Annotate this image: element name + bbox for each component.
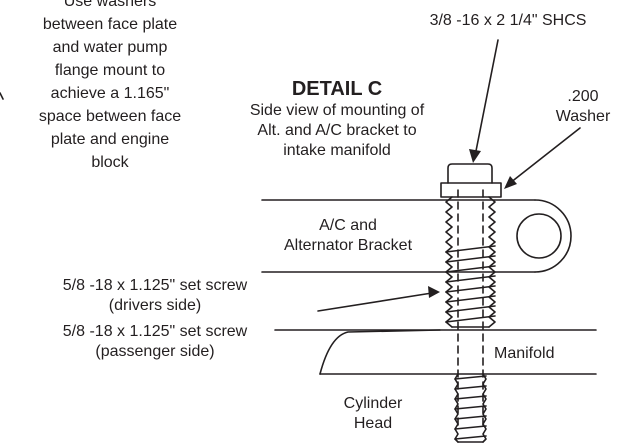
leader-washer (504, 127, 581, 189)
shcs-head (447, 163, 493, 184)
stud-threads (454, 373, 487, 443)
note-line: between face plate (42, 16, 178, 33)
set-screw-spec: 5/8 -18 x 1.125" set screw (62, 323, 248, 340)
stud-crest (454, 395, 487, 400)
thread-right-edge (488, 196, 496, 328)
washer-name: Washer (555, 108, 611, 125)
thread-crest (445, 285, 496, 293)
note-line: flange mount to (54, 62, 166, 79)
set-screw-threads (445, 196, 496, 328)
stud-crest (454, 435, 487, 440)
cylinder-head-line: Head (353, 415, 393, 432)
cylinder-head-line: Cylinder (343, 395, 403, 412)
thread-crest (445, 315, 496, 323)
caption-line: intake manifold (283, 142, 391, 159)
note-line: space between face (38, 108, 182, 125)
detail-title: DETAIL C (291, 78, 383, 100)
thread-crest (445, 295, 496, 303)
set-screw-spec: 5/8 -18 x 1.125" set screw (62, 277, 248, 294)
washer-label: .200 Washer (543, 87, 623, 127)
cylinder-head-label: Cylinder Head (318, 394, 428, 434)
set-screw-side: (passenger side) (95, 343, 215, 360)
leader-set-screw (317, 286, 440, 312)
stud-crest (454, 415, 487, 420)
washer (440, 182, 502, 198)
bracket-label: A/C and Alternator Bracket (258, 216, 438, 256)
leader-shcs (469, 39, 499, 163)
stud-crest (454, 425, 487, 430)
detail-caption: Side view of mounting of Alt. and A/C br… (222, 101, 452, 161)
bracket-pivot-hole (516, 213, 562, 259)
set-screw-drivers-label: 5/8 -18 x 1.125" set screw (drivers side… (30, 276, 280, 316)
bracket-line: Alternator Bracket (283, 237, 413, 254)
leader-line-fragment (0, 92, 4, 100)
note-line: plate and engine (50, 131, 170, 148)
bracket-rounded-end (534, 199, 572, 273)
arrowhead (428, 286, 440, 298)
arrowhead (504, 176, 517, 189)
note-line: achieve a 1.165" (50, 85, 170, 102)
caption-line: Side view of mounting of (249, 102, 425, 119)
thread-crest (445, 255, 496, 263)
manifold-label: Manifold (494, 345, 555, 362)
note-line: and water pump (52, 39, 168, 56)
shcs-label: 3/8 -16 x 2 1/4" SHCS (429, 12, 587, 29)
arrowhead (469, 149, 481, 163)
washer-thickness: .200 (567, 88, 599, 105)
note-line: Use washers (63, 0, 157, 10)
set-screw-side: (drivers side) (108, 297, 202, 314)
thread-crest (445, 305, 496, 313)
note-line: block (91, 154, 129, 171)
thread-crest (445, 275, 496, 283)
stud-crest (454, 375, 487, 380)
thread-crest (445, 265, 496, 273)
washer-spacing-note: Use washers between face plate and water… (0, 0, 220, 174)
set-screw-passenger-label: 5/8 -18 x 1.125" set screw (passenger si… (30, 322, 280, 362)
stud-crest (454, 405, 487, 410)
caption-line: Alt. and A/C bracket to (257, 122, 417, 139)
manifold-corner (319, 329, 441, 375)
bracket-line: A/C and (319, 217, 377, 234)
stud-crest (454, 385, 487, 390)
thread-crest (445, 245, 496, 253)
